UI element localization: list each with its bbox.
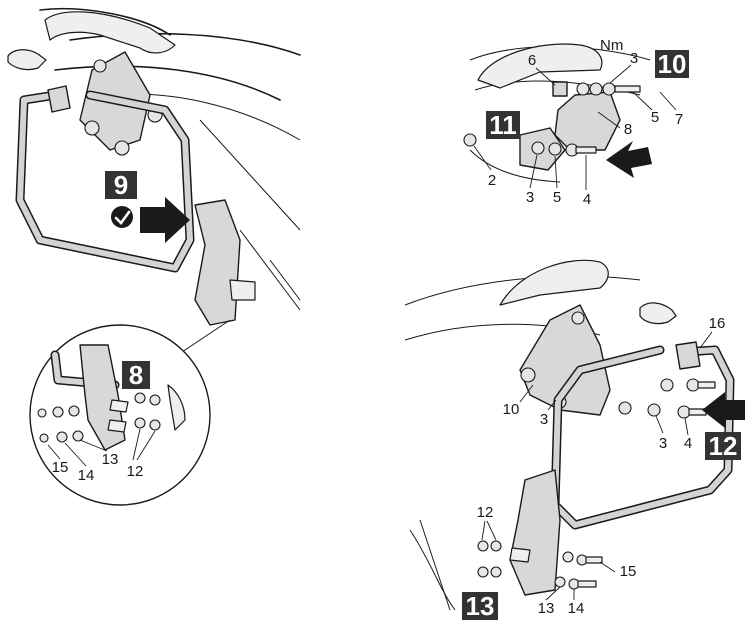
step-8-badge: 8 xyxy=(122,360,150,390)
part-label: 5 xyxy=(651,109,659,126)
part-label: 14 xyxy=(78,467,95,484)
part-label: 3 xyxy=(630,50,638,67)
step-8-label: 8 xyxy=(129,360,143,390)
part-label: 3 xyxy=(540,411,548,428)
push-arrow-icon xyxy=(140,197,190,243)
part-label: 16 xyxy=(709,315,726,332)
step-9-illustration xyxy=(7,7,301,326)
part-label: 4 xyxy=(583,191,591,208)
part-label: 15 xyxy=(620,563,637,580)
part-label: 4 xyxy=(684,435,692,452)
step-11-label: 11 xyxy=(489,110,517,140)
part-label: 5 xyxy=(553,189,561,206)
part-label: 14 xyxy=(568,600,585,617)
step-10-11-illustration xyxy=(463,43,651,183)
part-label: 7 xyxy=(675,111,683,128)
step-10-label: 10 xyxy=(658,49,687,79)
step-12-label: 12 xyxy=(709,431,738,461)
step-12-badge: 12 xyxy=(705,431,741,461)
part-label: 10 xyxy=(503,401,520,418)
part-label: 6 xyxy=(528,52,536,69)
step-11-badge: 11 xyxy=(486,110,520,140)
step-9-badge: 9 xyxy=(105,170,137,200)
part-label: 2 xyxy=(488,172,496,189)
part-label: 12 xyxy=(127,463,144,480)
part-label: 15 xyxy=(52,459,69,476)
part-label: 8 xyxy=(624,121,632,138)
step-10-11-leaders xyxy=(473,64,677,190)
step-13-badge: 13 xyxy=(462,591,498,621)
torque-note: Nm xyxy=(600,37,623,54)
part-label: 12 xyxy=(477,504,494,521)
part-label: 13 xyxy=(102,451,119,468)
step-12-13-leaders xyxy=(481,331,713,601)
step-8-leaders xyxy=(47,428,156,467)
step-9-label: 9 xyxy=(114,170,128,200)
step-8-detail xyxy=(29,324,211,506)
push-arrow-icon xyxy=(606,141,652,178)
part-label: 3 xyxy=(526,189,534,206)
step-10-badge: 10 xyxy=(655,49,689,79)
push-arrow-icon xyxy=(702,392,745,428)
part-label: 13 xyxy=(538,600,555,617)
checkmark-icon xyxy=(111,206,133,228)
step-13-label: 13 xyxy=(466,591,495,621)
step-12-13-illustration xyxy=(404,259,735,611)
part-label: 3 xyxy=(659,435,667,452)
